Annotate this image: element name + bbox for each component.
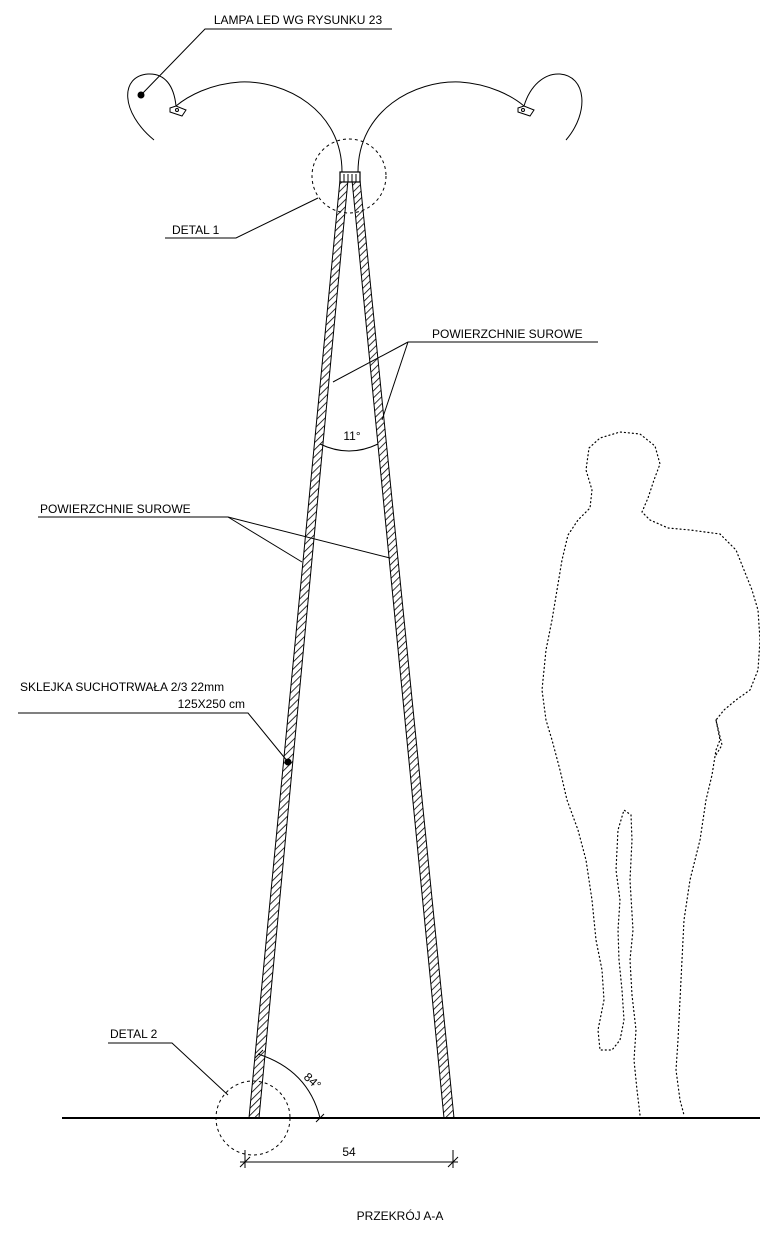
material-label-line1: SKLEJKA SUCHOTRWAŁA 2/3 22mm [20,680,224,694]
material-leader [18,712,289,763]
lamp-label: LAMPA LED WG RYSUNKU 23 [214,13,383,27]
material-leader-dot [284,758,292,766]
surfaces-mid-label: POWIERZCHNIE SUROWE [40,502,191,516]
surfaces-top-label: POWIERZCHNIE SUROWE [432,327,583,341]
lamp-leader [140,28,392,96]
right-plywood-leg [351,179,455,1119]
base-angle-arc [257,1053,321,1119]
base-width-dimension [239,1150,459,1168]
detail1-label: DETAL 1 [172,223,220,237]
base-angle-label: 84° [301,1070,324,1093]
left-plywood-leg [248,179,349,1119]
detail1-circle [311,138,387,214]
human-silhouette [541,431,760,1116]
detail2-label: DETAL 2 [110,1027,158,1041]
right-lamp-shade [523,73,583,141]
lamp-arms [127,73,583,173]
apex-angle-arc [319,443,379,452]
base-width-label: 54 [342,1145,356,1159]
detail2-circle [215,1080,291,1156]
left-lamp-shade [127,73,177,141]
top-connector [339,171,361,183]
apex-angle-label: 11° [343,429,360,443]
detail2-leader [108,1042,229,1096]
material-label-line2: 125X250 cm [178,697,245,711]
section-title: PRZEKRÓJ A-A [357,1208,444,1223]
detail1-leader [165,197,319,239]
